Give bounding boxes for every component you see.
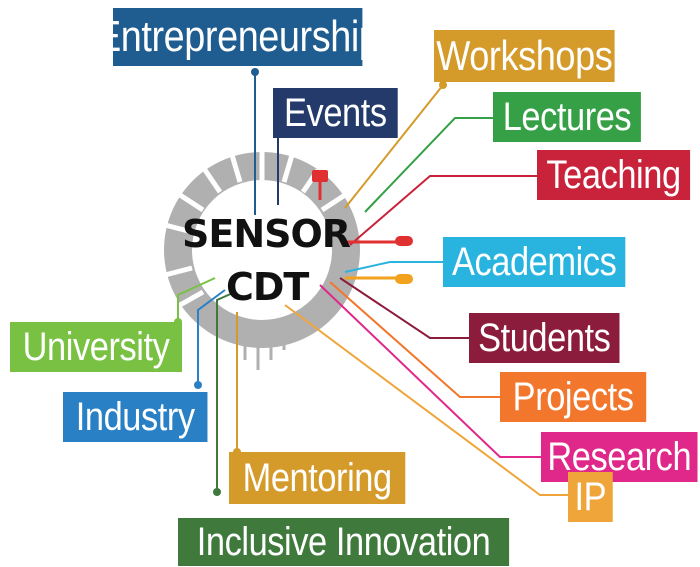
label-teaching: Teaching	[537, 150, 691, 200]
label-research: Research	[541, 432, 698, 482]
label-workshops: Workshops	[434, 30, 615, 82]
connector-lines	[177, 75, 575, 496]
label-entrepreneurship: Entrepreneurship	[96, 8, 380, 66]
label-university: University	[10, 322, 182, 372]
label-projects: Projects	[500, 372, 647, 422]
hub-title-line2: CDT	[226, 265, 309, 309]
label-events: Events	[273, 88, 398, 138]
hub-title-line1: SENSOR	[182, 212, 351, 256]
label-lectures: Lectures	[493, 92, 641, 142]
label-students: Students	[469, 313, 620, 363]
label-industry: Industry	[63, 392, 208, 442]
label-ip: IP	[568, 472, 613, 522]
label-academics: Academics	[443, 237, 626, 287]
label-mentoring: Mentoring	[229, 452, 406, 504]
chip-graphic	[164, 150, 360, 370]
label-inclusive-innovation: Inclusive Innovation	[178, 518, 510, 566]
